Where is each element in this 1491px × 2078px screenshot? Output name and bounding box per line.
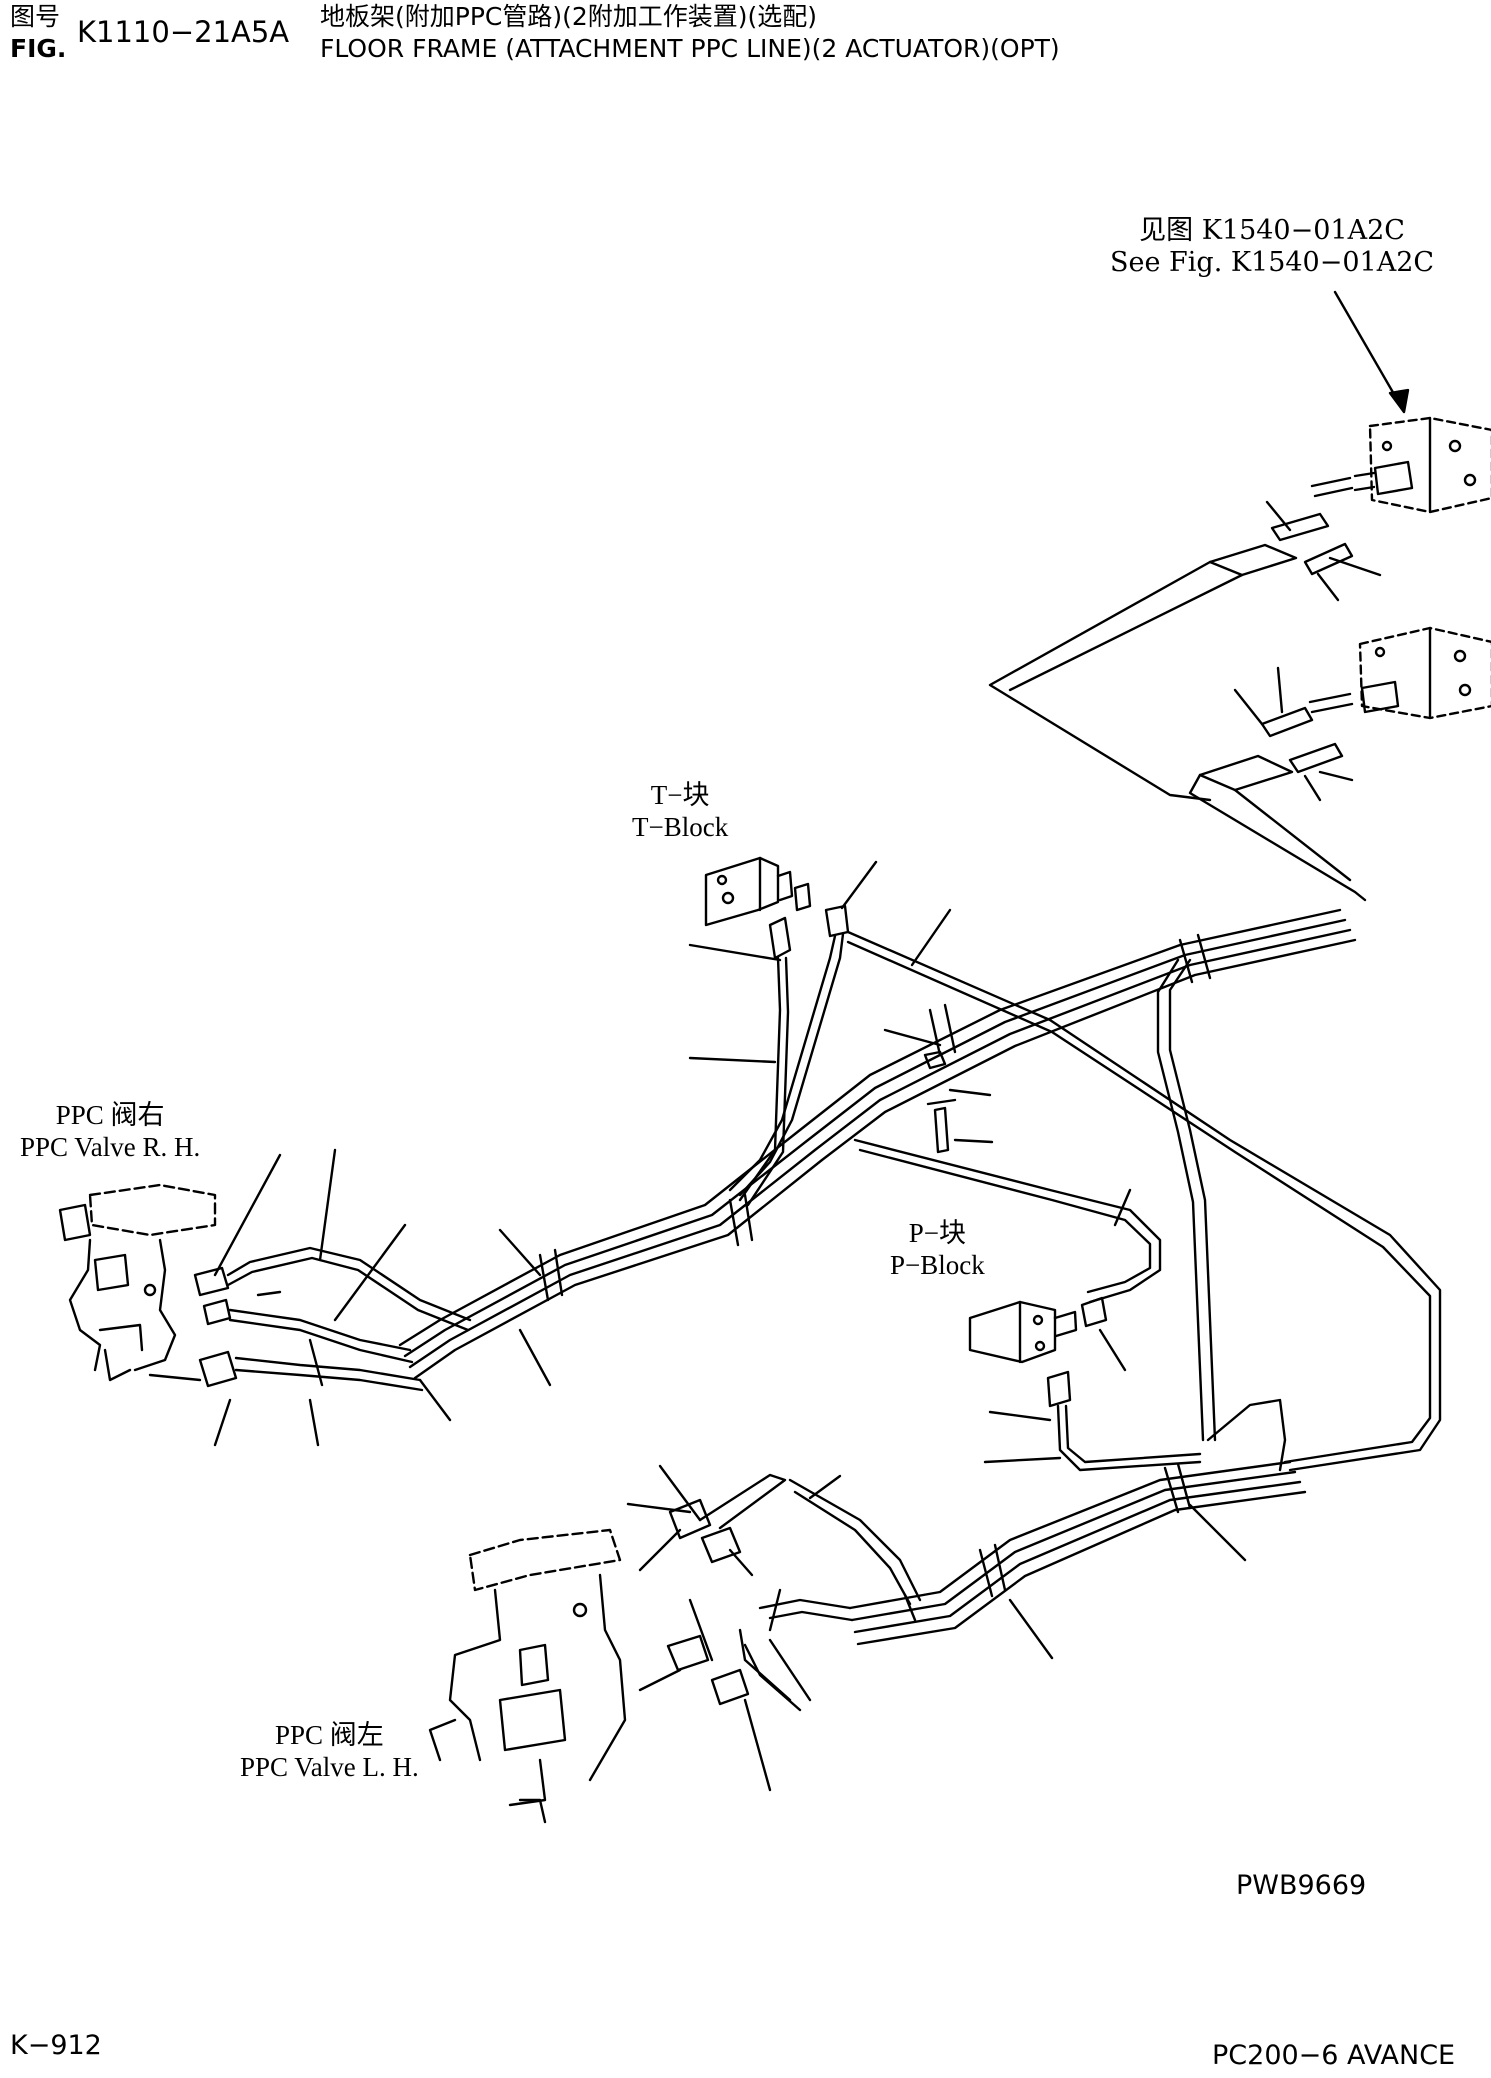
title-en: FLOOR FRAME (ATTACHMENT PPC LINE)(2 ACTU… — [320, 34, 1060, 63]
middle-right-block — [1308, 626, 1491, 720]
p-block — [968, 1296, 1108, 1364]
ppc-valve-lh-label: PPC 阀左 PPC Valve L. H. — [240, 1720, 419, 1784]
ppc-lh-en: PPC Valve L. H. — [240, 1751, 419, 1782]
p-block-en: P−Block — [890, 1249, 985, 1280]
t-block-en: T−Block — [632, 811, 729, 842]
ppc-lh-cn: PPC 阀左 — [274, 1720, 384, 1750]
t-block-cn: T−块 — [650, 780, 710, 810]
title-cn: 地板架(附加PPC管路)(2附加工作装置)(选配) — [320, 2, 818, 31]
see-fig-cn: 见图 K1540−01A2C — [1139, 215, 1405, 246]
fig-number: K1110−21A5A — [77, 15, 290, 49]
lower-hose-bundle — [848, 1460, 1307, 1646]
ppc-rh-cn: PPC 阀右 — [55, 1100, 165, 1130]
ppc-valve-rh — [58, 1183, 217, 1382]
model-name: PC200−6 AVANCE — [1212, 2040, 1456, 2071]
t-block — [704, 856, 812, 927]
p-block-label: P−块 P−Block — [890, 1218, 985, 1282]
drawing-number: PWB9669 — [1236, 1870, 1367, 1901]
see-fig-en: See Fig. K1540−01A2C — [1110, 246, 1435, 278]
main-hose-bundle — [398, 908, 1357, 1380]
ppc-rh-en: PPC Valve R. H. — [20, 1131, 201, 1162]
upper-right-block — [1310, 416, 1491, 514]
ppc-valve-rh-label: PPC 阀右 PPC Valve R. H. — [20, 1100, 200, 1164]
t-block-label: T−块 T−Block — [632, 780, 728, 844]
see-fig-label: 见图 K1540−01A2C See Fig. K1540−01A2C — [1110, 215, 1434, 279]
ppc-valve-lh — [428, 1528, 627, 1824]
page-number: K−912 — [10, 2030, 102, 2061]
fig-label-cn: 图号 — [10, 2, 61, 31]
p-block-cn: P−块 — [908, 1218, 966, 1248]
fig-label-en: FIG. — [10, 34, 67, 63]
